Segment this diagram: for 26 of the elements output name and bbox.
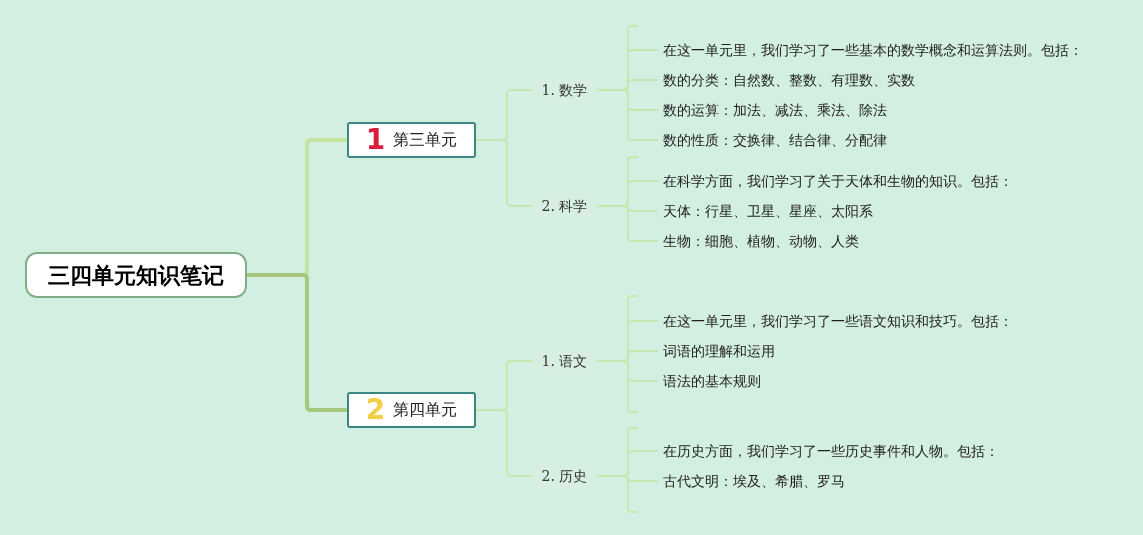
note-text: 数的性质：交换律、结合律、分配律 xyxy=(658,132,887,148)
note-text: 在历史方面，我们学习了一些历史事件和人物。包括： xyxy=(658,443,999,459)
note-text: 语法的基本规则 xyxy=(658,373,761,389)
note-text: 在这一单元里，我们学习了一些语文知识和技巧。包括： xyxy=(658,313,1013,329)
branch-line xyxy=(475,409,533,477)
branch-line xyxy=(596,205,659,242)
central-topic-box: 三四单元知识笔记 xyxy=(25,252,247,298)
branch-line xyxy=(596,89,659,141)
unit-number: 1 xyxy=(365,126,386,154)
note-text: 数的分类：自然数、整数、有理数、实数 xyxy=(658,72,915,88)
note-text: 词语的理解和运用 xyxy=(658,343,775,359)
unit-title: 第三单元 xyxy=(393,129,458,151)
note-text: 古代文明：埃及、希腊、罗马 xyxy=(658,473,845,489)
branch-line xyxy=(475,139,533,207)
note-text: 天体：行星、卫星、星座、太阳系 xyxy=(658,203,873,219)
note-text: 在科学方面，我们学习了关于天体和生物的知识。包括： xyxy=(658,173,1013,189)
branch-line xyxy=(596,475,639,513)
unit-number: 2 xyxy=(365,396,386,424)
branch-line xyxy=(596,360,639,413)
unit-title: 第四单元 xyxy=(393,399,458,421)
note-text: 数的运算：加法、减法、乘法、除法 xyxy=(658,102,887,118)
branch-line xyxy=(247,273,347,412)
unit-topic-box xyxy=(347,122,476,158)
note-text: 在这一单元里，我们学习了一些基本的数学概念和运算法则。包括： xyxy=(658,42,1083,58)
unit-topic-box xyxy=(347,392,476,428)
note-text: 生物：细胞、植物、动物、人类 xyxy=(658,233,859,249)
